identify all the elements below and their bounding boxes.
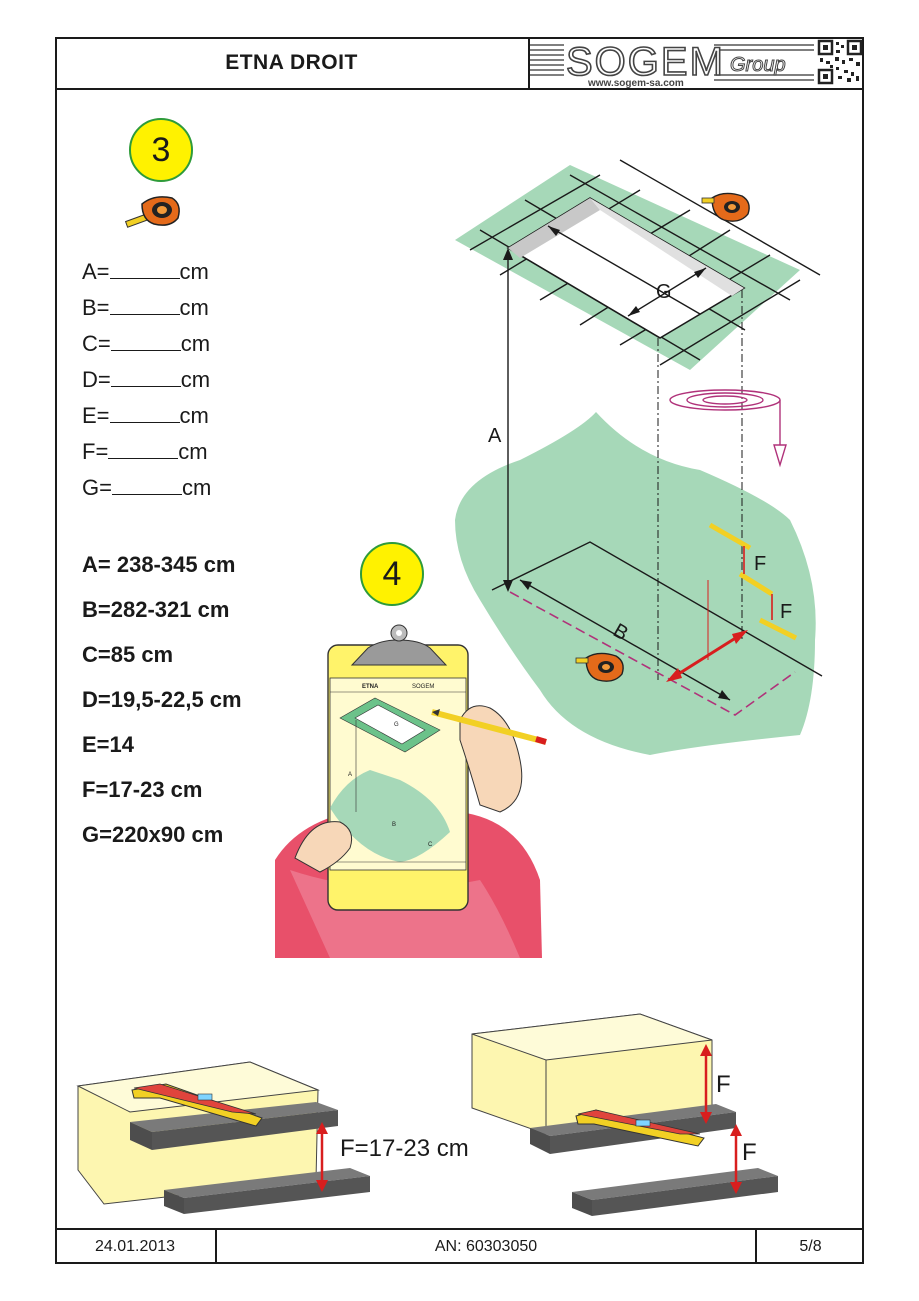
label-f-right-2: F bbox=[742, 1139, 757, 1166]
logo-group: Group bbox=[730, 54, 786, 76]
blank-e: E=cm bbox=[82, 403, 209, 428]
sogem-logo: SOGEM Group www.sogem-sa.com bbox=[530, 37, 864, 89]
document-header: ETNA DROIT SOGEM Group www.sogem-sa.com bbox=[55, 37, 864, 90]
tread-lower bbox=[164, 1168, 370, 1198]
plumb-bob-icon bbox=[669, 389, 787, 468]
spirit-level-icon-right bbox=[575, 1109, 705, 1147]
result-c: C=85 cm bbox=[82, 642, 174, 667]
tape-measure-icon bbox=[124, 196, 180, 228]
result-g: G=220x90 cm bbox=[82, 822, 224, 847]
blank-a: A=cm bbox=[82, 259, 209, 284]
document-title: ETNA DROIT bbox=[225, 50, 358, 74]
footer-date: 24.01.2013 bbox=[94, 1238, 176, 1255]
header-divider bbox=[528, 37, 530, 88]
result-d: D=19,5-22,5 cm bbox=[82, 687, 242, 712]
pencil-icon bbox=[431, 709, 547, 745]
tape-measure-icon-top bbox=[701, 192, 750, 222]
blank-c: C=cm bbox=[82, 331, 211, 356]
clipboard-illustration: ETNA SOGEM G A B C bbox=[275, 624, 547, 958]
spirit-level-icon bbox=[131, 1083, 263, 1127]
blank-d: D=cm bbox=[82, 367, 211, 392]
footer-divider bbox=[755, 1230, 757, 1264]
tread-right-lower bbox=[572, 1168, 778, 1200]
result-a: A= 238-345 cm bbox=[82, 552, 236, 577]
tape-measure-icon-floor bbox=[575, 652, 624, 682]
label-f-right-1: F bbox=[716, 1071, 731, 1098]
label-f-range: F=17-23 cm bbox=[340, 1135, 469, 1162]
step-3-badge: 3 bbox=[129, 118, 193, 182]
floor-area bbox=[455, 412, 816, 755]
stair-opening-diagram: G A B F F bbox=[455, 159, 823, 755]
blank-b: B=cm bbox=[82, 295, 209, 320]
label-g: G bbox=[656, 281, 672, 303]
label-f-1: F bbox=[754, 553, 766, 575]
step-height-detail-right: F F bbox=[471, 1013, 778, 1216]
page-frame bbox=[55, 37, 864, 1264]
label-f-2: F bbox=[780, 601, 792, 623]
logo-url: www.sogem-sa.com bbox=[587, 78, 684, 88]
step-4-badge: 4 bbox=[360, 542, 424, 606]
clipboard-clip bbox=[350, 639, 448, 666]
result-b: B=282-321 cm bbox=[82, 597, 230, 622]
result-e: E=14 bbox=[82, 732, 134, 757]
document-footer: 24.01.2013 AN: 60303050 5/8 bbox=[55, 1228, 864, 1264]
sheet-logo: SOGEM bbox=[412, 684, 434, 690]
mini-label-b: B bbox=[392, 822, 396, 828]
mini-label-g: G bbox=[394, 722, 399, 728]
result-f: F=17-23 cm bbox=[82, 777, 203, 802]
footer-divider bbox=[215, 1230, 217, 1264]
blank-g: G=cm bbox=[82, 475, 212, 500]
logo-wordmark: SOGEM bbox=[566, 40, 725, 84]
mini-label-a: A bbox=[348, 772, 352, 778]
label-a: A bbox=[488, 425, 502, 447]
step-height-detail-left: F=17-23 cm bbox=[76, 1061, 469, 1214]
left-hand bbox=[294, 821, 353, 873]
qr-code-icon bbox=[817, 39, 863, 85]
sheet-title: ETNA bbox=[362, 684, 379, 690]
footer-page-number: 5/8 bbox=[799, 1238, 822, 1255]
mini-label-c: C bbox=[428, 842, 433, 848]
footer-article-number: AN: 60303050 bbox=[434, 1238, 538, 1255]
blank-f: F=cm bbox=[82, 439, 208, 464]
